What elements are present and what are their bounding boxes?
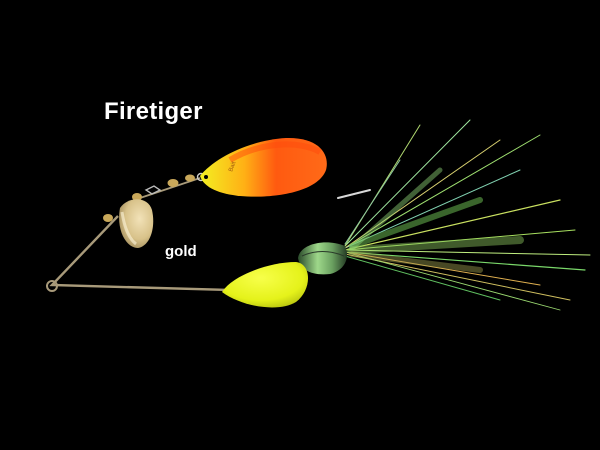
flashabou-skirt (337, 119, 591, 311)
gold-colorado-blade (119, 199, 154, 248)
beads (103, 172, 206, 222)
skirt-collar (298, 242, 348, 275)
svg-text:Bait: Bait (228, 161, 237, 173)
jig-head (222, 262, 308, 308)
firetiger-willow-blade: Bait (200, 137, 327, 197)
blade-finish-label: gold (165, 243, 197, 260)
color-name-label: Firetiger (104, 98, 203, 125)
